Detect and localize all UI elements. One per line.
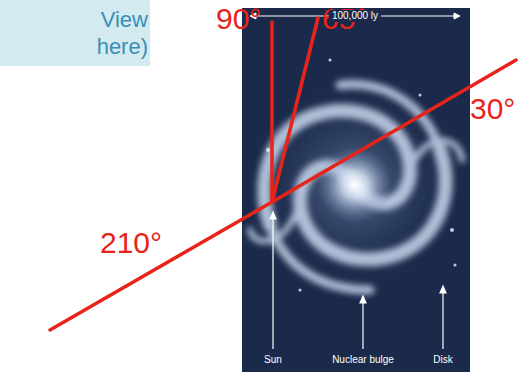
note-box: View here) (0, 0, 150, 66)
angle-label: 90° (216, 2, 261, 36)
note-text: View here) (4, 6, 148, 60)
angle-label: 210° (100, 226, 162, 260)
spiral-arms (250, 84, 462, 290)
galaxy-ground (242, 8, 470, 372)
part-label: Nuclear bulge (332, 354, 394, 366)
part-label: Disk (433, 354, 452, 366)
scale-label: 100,000 ly (329, 10, 381, 22)
part-label: Sun (264, 354, 282, 366)
pointer-arrows (270, 212, 446, 349)
angle-label: 30° (470, 92, 515, 126)
